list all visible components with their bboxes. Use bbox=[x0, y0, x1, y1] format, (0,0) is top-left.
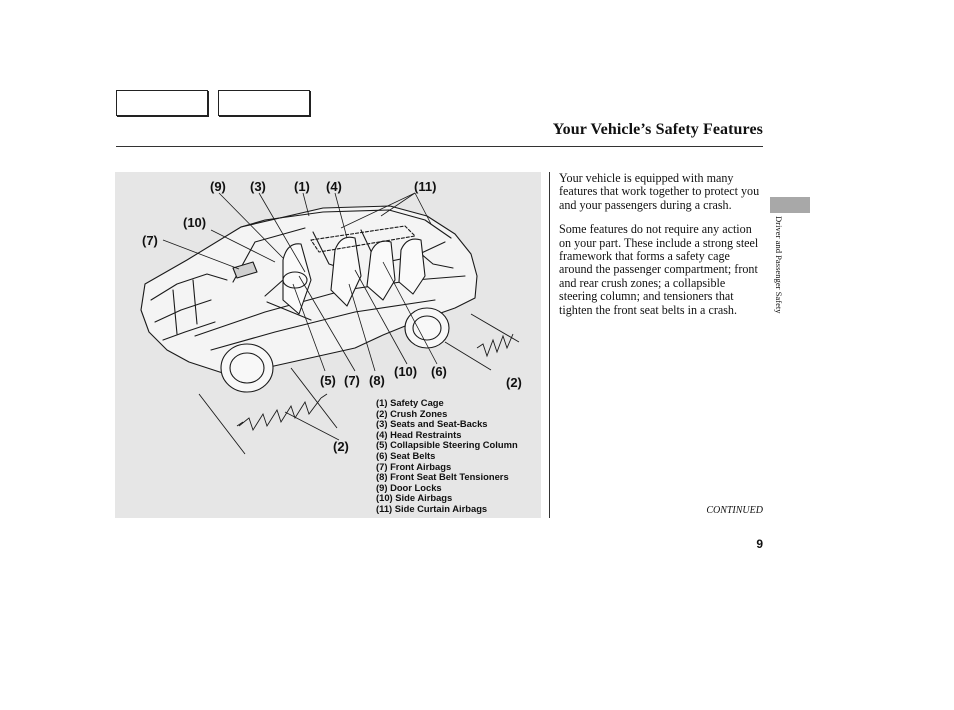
body-paragraph: Some features do not require any action … bbox=[559, 222, 759, 317]
figure-legend: (1) Safety Cage (2) Crush Zones (3) Seat… bbox=[376, 397, 518, 515]
legend-item: (2) Crush Zones bbox=[376, 407, 448, 419]
callout-10-bottom: (10) bbox=[394, 364, 418, 379]
legend-item: (4) Head Restraints bbox=[376, 428, 462, 440]
nav-button-main-menu[interactable] bbox=[116, 90, 208, 116]
legend-item: (8) Front Seat Belt Tensioners bbox=[376, 471, 509, 483]
legend-item: (3) Seats and Seat-Backs bbox=[376, 418, 488, 430]
column-divider bbox=[549, 172, 550, 518]
legend-item: (6) Seat Belts bbox=[376, 449, 436, 461]
section-tab-marker[interactable] bbox=[770, 197, 810, 213]
callout-3: (3) bbox=[250, 179, 266, 194]
callout-11: (11) bbox=[414, 179, 437, 194]
nav-button-index[interactable] bbox=[218, 90, 310, 116]
page-title: Your Vehicle’s Safety Features bbox=[552, 121, 763, 138]
callout-2-right: (2) bbox=[506, 375, 522, 390]
continued-note: CONTINUED bbox=[706, 505, 763, 516]
legend-item: (11) Side Curtain Airbags bbox=[376, 502, 488, 514]
callout-7-left: (7) bbox=[142, 233, 158, 248]
section-label: Driver and Passenger Safety bbox=[772, 216, 784, 360]
legend-item: (5) Collapsible Steering Column bbox=[376, 439, 518, 451]
body-paragraph: Your vehicle is equipped with many featu… bbox=[559, 171, 760, 212]
callout-5: (5) bbox=[320, 373, 336, 388]
legend-item: (9) Door Locks bbox=[376, 481, 442, 493]
callout-7-bottom: (7) bbox=[344, 373, 360, 388]
callout-9: (9) bbox=[210, 179, 226, 194]
title-divider bbox=[116, 146, 763, 147]
callout-4: (4) bbox=[326, 179, 342, 194]
legend-item: (10) Side Airbags bbox=[376, 492, 453, 504]
callout-6: (6) bbox=[431, 364, 447, 379]
callout-1: (1) bbox=[294, 179, 310, 194]
legend-item: (1) Safety Cage bbox=[376, 397, 444, 408]
callout-10-top: (10) bbox=[183, 215, 207, 230]
page-number: 9 bbox=[756, 537, 763, 551]
body-text: Your vehicle is equipped with many featu… bbox=[559, 171, 765, 328]
safety-features-figure: (9) (3) (1) (4) (11) (10) (7) (5) (7) (8… bbox=[115, 172, 541, 518]
callout-8: (8) bbox=[369, 373, 385, 388]
section-label-text: Driver and Passenger Safety bbox=[774, 216, 784, 314]
vehicle-cutaway-illustration bbox=[140, 192, 520, 455]
legend-item: (7) Front Airbags bbox=[376, 460, 452, 472]
callout-2-bottom: (2) bbox=[333, 439, 349, 454]
